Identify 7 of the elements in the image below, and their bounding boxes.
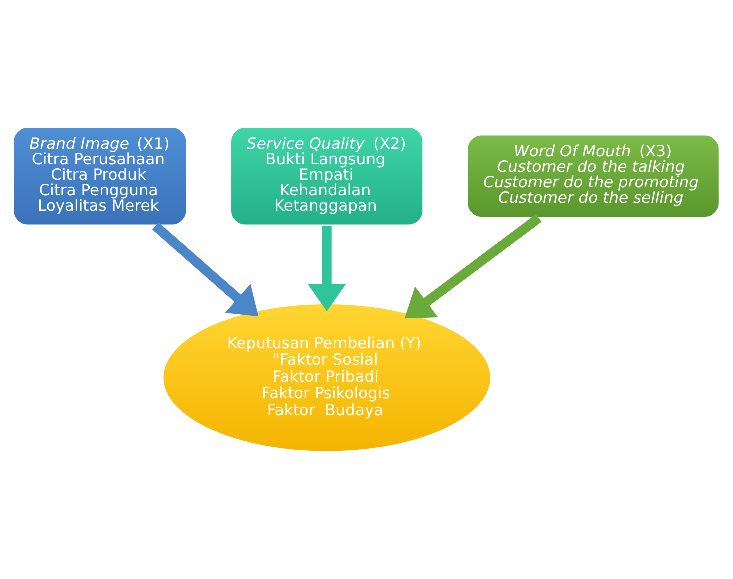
- node-ellipse: Keputusan Pembelian (Y) "Faktor Sosial Faktor Pribadi Faktor Psikologis Faktor Budaya: [161, 302, 493, 454]
- node-box: Word Of Mouth (X3) Customer do the talking Customer do the promoting Customer do the selling: [466, 133, 722, 220]
- arrow: [404, 214, 542, 319]
- arrow: [152, 222, 259, 317]
- node-box: Service Quality (X2) Bukti Langsung Empati Kehandalan Ketanggapan: [229, 126, 426, 228]
- node-box: Brand Image (X1) Citra Perusahaan Citra Produk Citra Pengguna Loyalitas Merek: [12, 126, 189, 228]
- arrow: [308, 226, 346, 312]
